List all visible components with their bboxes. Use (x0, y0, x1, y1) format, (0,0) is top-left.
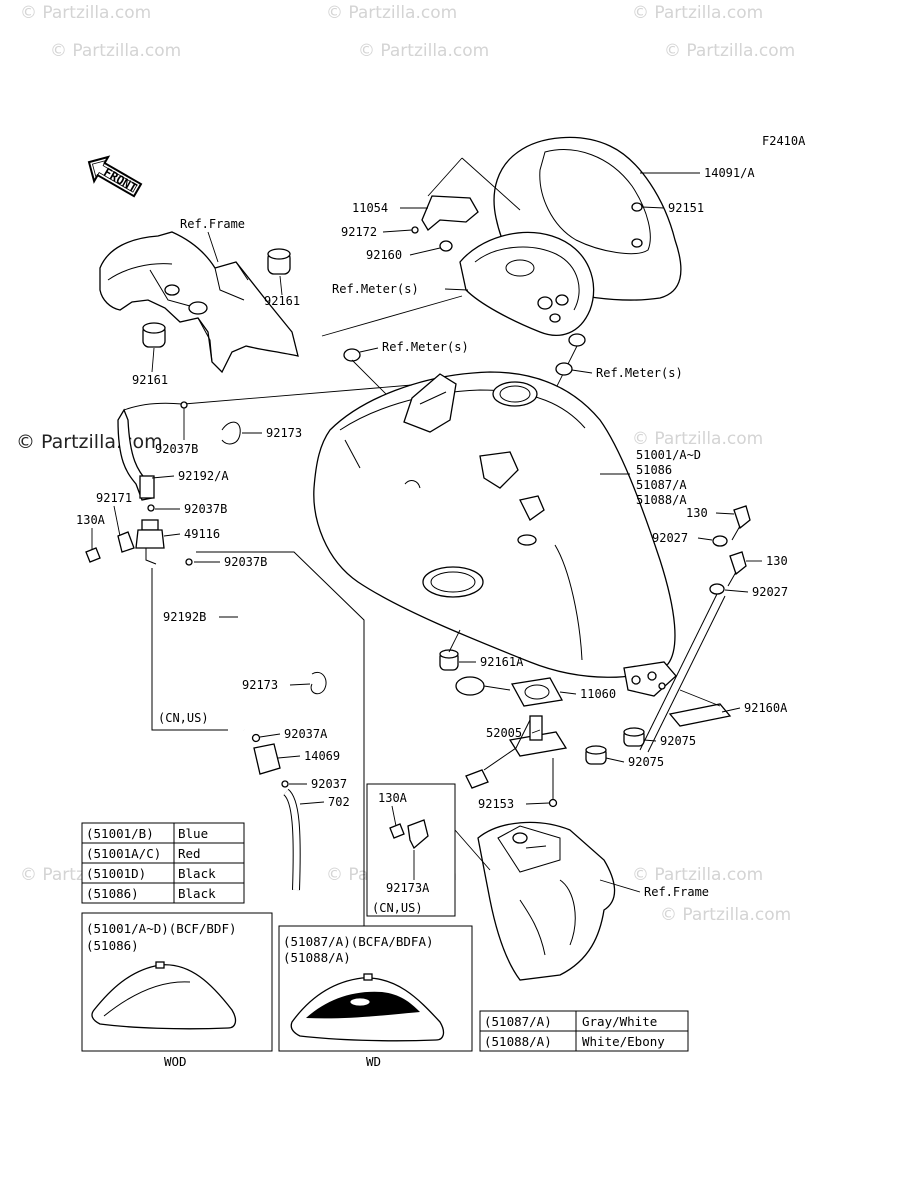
front-label: FRONT (101, 165, 139, 195)
watermark: © Partzilla.com (632, 3, 763, 23)
callout-92153: 92153 (478, 797, 514, 811)
watermark: © Partzilla.com (326, 3, 457, 23)
callout-92160: 92160 (366, 248, 402, 262)
color-name: Blue (178, 826, 208, 841)
callout-ref-meter-3: Ref.Meter(s) (596, 366, 683, 380)
callout-92037b-2: 92037B (184, 502, 227, 516)
callout-ref-frame-2: Ref.Frame (644, 885, 709, 899)
callout-130-2: 130 (766, 554, 788, 568)
fuel-valve (135, 519, 165, 565)
inset-wd-line-2: (51088/A) (283, 950, 351, 965)
meter-unit (459, 231, 595, 336)
callout-11054: 11054 (352, 201, 388, 215)
frame-section-bottom (477, 821, 616, 981)
color-code: (51088/A) (484, 1034, 552, 1049)
inset-wod: (51001/A~D)(BCF/BDF) (51086) WOD (81, 912, 273, 1069)
callout-tank-3: 51087/A (636, 478, 687, 492)
callout-11060: 11060 (580, 687, 616, 701)
callout-49116: 49116 (184, 527, 220, 541)
callout-130a-2: 130A (378, 791, 408, 805)
cn-us-clamp-box (366, 783, 456, 917)
callout-tank-2: 51086 (636, 463, 672, 477)
callout-92161a: 92161A (480, 655, 524, 669)
callout-92037b-3: 92037B (224, 555, 267, 569)
callout-92160a: 92160A (744, 701, 788, 715)
inset-wod-line-1: (51001/A~D)(BCF/BDF) (86, 921, 237, 936)
watermark: © Partzilla.com (50, 41, 181, 61)
callout-92075-2: 92075 (628, 755, 664, 769)
watermark: © Partzilla.com (664, 41, 795, 61)
callout-92037: 92037 (311, 777, 347, 791)
front-arrow-icon: FRONT (87, 155, 143, 198)
color-code: (51087/A) (484, 1014, 552, 1029)
inset-wd: (51087/A)(BCFA/BDFA) (51088/A) WD (278, 925, 473, 1069)
color-code: (51001/B) (86, 826, 154, 841)
color-code: (51001D) (86, 866, 146, 881)
callout-tank-4: 51088/A (636, 493, 687, 507)
watermark: © Partzilla.com (660, 905, 791, 925)
callout-92173a: 92173A (386, 881, 430, 895)
watermark: © Partzilla.com (20, 3, 151, 23)
callout-92161-a: 92161 (264, 294, 300, 308)
callout-92171: 92171 (96, 491, 132, 505)
callout-130a-1: 130A (76, 513, 106, 527)
callout-ref-meter-2: Ref.Meter(s) (382, 340, 469, 354)
callout-92161-b: 92161 (132, 373, 168, 387)
diagram-code: F2410A (762, 134, 806, 148)
color-name: White/Ebony (582, 1034, 665, 1049)
callout-14091a: 14091/A (704, 166, 755, 180)
callout-92151: 92151 (668, 201, 704, 215)
callout-92075-1: 92075 (660, 734, 696, 748)
watermark-strong: © Partzilla.com (16, 431, 163, 453)
inset-wod-caption: WOD (164, 1054, 187, 1069)
color-table-right: (51087/A) Gray/White (51088/A) White/Ebo… (479, 1010, 689, 1052)
callout-92172: 92172 (341, 225, 377, 239)
rear-mount-hardware (639, 505, 751, 753)
callout-92037a: 92037A (284, 727, 328, 741)
fuel-tank (313, 371, 677, 697)
callout-cn-us-2: (CN,US) (372, 901, 423, 915)
inset-wd-line-1: (51087/A)(BCFA/BDFA) (283, 934, 434, 949)
frame-section-top (99, 231, 299, 374)
color-code: (51001A/C) (86, 846, 161, 861)
color-name: Red (178, 846, 201, 861)
callout-92173-2: 92173 (242, 678, 278, 692)
color-code: (51086) (86, 886, 139, 901)
callout-92192b: 92192B (163, 610, 206, 624)
callout-92192a: 92192/A (178, 469, 229, 483)
callout-92037b-1: 92037B (155, 442, 198, 456)
callout-92173-1: 92173 (266, 426, 302, 440)
callout-cn-us-1: (CN,US) (158, 711, 209, 725)
callout-52005: 52005 (486, 726, 522, 740)
callout-92027-2: 92027 (752, 585, 788, 599)
color-name: Gray/White (582, 1014, 657, 1029)
callout-130-1: 130 (686, 506, 708, 520)
color-name: Black (178, 866, 216, 881)
watermark: © Partzilla.com (358, 41, 489, 61)
callout-702: 702 (328, 795, 350, 809)
inset-wod-line-2: (51086) (86, 938, 139, 953)
callout-tank-1: 51001/A~D (636, 448, 701, 462)
color-table-left: (51001/B) Blue (51001A/C) Red (51001D) B… (81, 822, 245, 904)
callout-14069: 14069 (304, 749, 340, 763)
callout-92027-1: 92027 (652, 531, 688, 545)
fuel-pump (455, 676, 568, 789)
watermark: © Partzilla.com (632, 865, 763, 885)
watermark: © Partzilla.com (632, 429, 763, 449)
inset-wd-caption: WD (366, 1054, 381, 1069)
color-name: Black (178, 886, 216, 901)
callout-ref-frame-1: Ref.Frame (180, 217, 245, 231)
fuel-line-top (117, 402, 183, 501)
callout-ref-meter-1: Ref.Meter(s) (332, 282, 419, 296)
cn-us-border (151, 568, 228, 731)
